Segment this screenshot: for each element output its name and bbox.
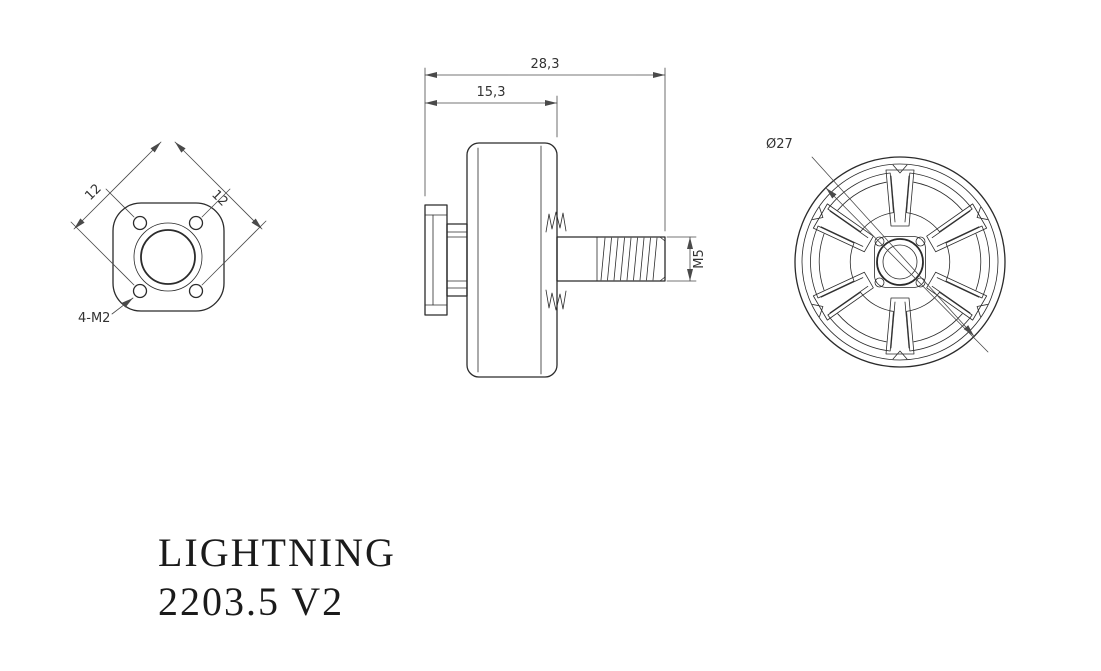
side-bearing-neck [446,223,468,297]
front-dim-diameter-label: Ø27 [766,137,793,152]
title-block: LIGHTNING 2203.5 V2 [158,530,396,624]
front-outer-rim [794,156,1006,368]
mount-thread-callout: 4-M2 [78,297,134,326]
mount-hole-top-left [132,215,148,231]
side-mount-base [424,204,448,316]
side-shaft-threads [600,237,658,281]
mount-dim-left-label: 12 [82,181,104,203]
side-dim-body-label: 15,3 [477,85,506,100]
mount-hole-bottom-right [188,283,204,299]
side-dim-total-label: 28,3 [531,57,560,72]
front-hub-ring [876,238,924,286]
product-name: LIGHTNING [158,530,396,575]
mount-hole-top-right [188,215,204,231]
front-dim-diameter: Ø27 [766,137,989,353]
front-shaft-hole [882,244,918,280]
side-shaft [556,236,666,282]
mount-thread-label: 4-M2 [78,311,110,326]
side-bell-body [466,142,558,378]
side-dim-shaft: M5 [666,236,707,282]
side-view: 28,3 15,3 M5 [424,57,707,378]
front-hub [874,236,926,288]
front-hub-screw-3 [874,277,885,288]
front-hub-screw-4 [915,277,926,288]
front-spokes [812,164,988,360]
side-dim-total: 28,3 [424,57,666,232]
mount-dim-right-label: 12 [208,187,230,209]
side-serration-top [545,211,567,233]
front-view: Ø27 [766,137,1006,368]
front-hub-screw-2 [915,236,926,247]
product-model: 2203.5 V2 [158,579,344,624]
side-dim-body: 15,3 [424,85,558,138]
front-inner-rim [801,163,999,361]
mount-view: 12 12 4-M2 [70,141,267,326]
front-hub-screw-1 [874,236,885,247]
mount-center-ring [133,222,203,292]
mount-dim-right: 12 [174,141,267,286]
front-openings [810,172,990,352]
front-hub-plate [874,236,926,288]
mount-dim-left: 12 [70,141,162,286]
mount-hole-bottom-left [132,283,148,299]
side-dim-shaft-label: M5 [692,249,707,269]
side-serration-bottom [545,289,567,311]
mount-flange-outline [112,202,225,312]
mount-center-bore [140,229,196,285]
